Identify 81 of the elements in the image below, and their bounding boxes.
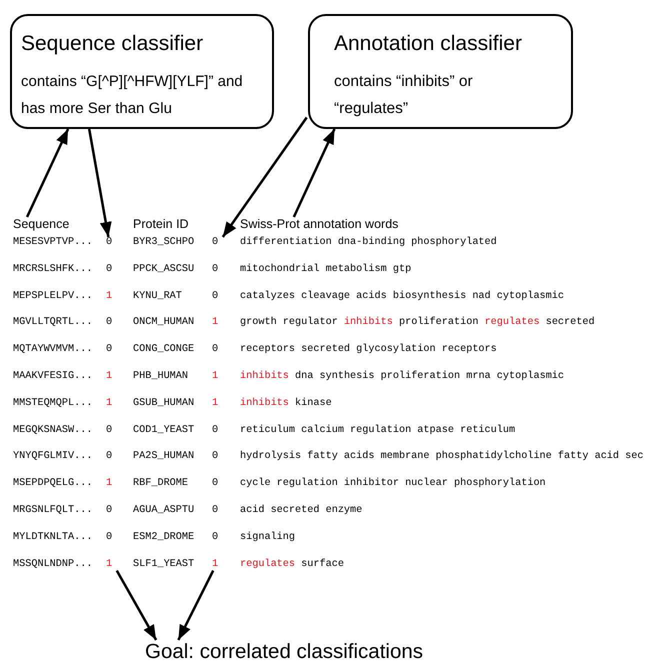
annotation-words: signaling (240, 532, 296, 544)
annotation-words: mitochondrial metabolism gtp (240, 264, 412, 276)
protein-id: GSUB_HUMAN (133, 398, 194, 410)
class-label: 0 (106, 505, 112, 517)
protein-id: KYNU_RAT (133, 290, 182, 303)
arrow (26, 128, 70, 218)
arrow (222, 116, 308, 238)
classifier-box (10, 14, 274, 129)
class-label: 1 (106, 398, 112, 410)
annotation-words: cycle regulation inhibitor nuclear phosphorylation (240, 478, 546, 490)
annotation-words: reticulum calcium regulation atpase reticulum (240, 424, 516, 437)
sequence-text: MRGSNLFQLT... (13, 505, 92, 517)
annotation-words: catalyzes cleavage acids biosynthesis nad cytoplasmic (240, 290, 564, 303)
annotation-words: regulates surface (240, 558, 344, 571)
box-description: contains “G[^P][^HFW][YLF]” and has more Ser than Glu (21, 72, 244, 119)
sequence-text: YNYQFGLMIV... (13, 451, 92, 464)
sequence-text: MESESVPTVP... (13, 237, 92, 249)
class-label: 0 (212, 478, 218, 490)
box-title: Annotation classifier (334, 32, 522, 56)
class-label: 0 (212, 344, 218, 356)
arrow (292, 128, 336, 218)
class-label: 0 (212, 290, 218, 303)
sequence-text: MSEPDPQELG... (13, 478, 92, 490)
class-label: 0 (106, 532, 112, 544)
class-label: 0 (106, 264, 112, 276)
protein-id: SLF1_YEAST (133, 558, 194, 571)
sequence-text: MSSQNLNDNP... (13, 558, 92, 571)
column-header: Protein ID (133, 217, 189, 231)
class-label: 0 (212, 532, 218, 544)
class-label: 1 (212, 398, 218, 410)
arrow (116, 570, 158, 641)
annotation-words: receptors secreted glycosylation receptors (240, 344, 497, 356)
class-label: 0 (106, 317, 112, 330)
class-label: 0 (212, 424, 218, 437)
annotation-words: acid secreted enzyme (240, 505, 362, 517)
protein-id: PHB_HUMAN (133, 371, 188, 383)
class-label: 0 (212, 237, 218, 249)
box-title: Sequence classifier (21, 32, 204, 56)
class-label: 0 (106, 451, 112, 464)
sequence-text: MQTAYWVMVM... (13, 344, 92, 356)
class-label: 0 (212, 505, 218, 517)
class-label: 0 (106, 237, 112, 249)
column-header: Sequence (13, 217, 70, 231)
protein-id: ONCM_HUMAN (133, 317, 194, 330)
class-label: 0 (212, 264, 218, 276)
annotation-words: inhibits kinase (240, 398, 332, 410)
annotation-words: growth regulator inhibits proliferation regulates secreted (240, 317, 595, 330)
sequence-text: MAAKVFESIG... (13, 371, 92, 383)
class-label: 1 (106, 371, 112, 383)
protein-id: COD1_YEAST (133, 424, 194, 437)
protein-id: CONG_CONGE (133, 344, 194, 356)
protein-id: PA2S_HUMAN (133, 451, 194, 464)
protein-id: PPCK_ASCSU (133, 264, 194, 276)
sequence-text: MEGQKSNASW... (13, 424, 92, 437)
box-description: contains “inhibits” or “regulates” (334, 72, 474, 119)
sequence-text: MMSTEQMQPL... (13, 398, 92, 410)
annotation-words: differentiation dna-binding phosphorylated (240, 237, 497, 249)
protein-id: AGUA_ASPTU (133, 505, 194, 517)
protein-id: BYR3_SCHPO (133, 237, 194, 249)
arrow (177, 570, 214, 641)
sequence-text: MEPSPLELPV... (13, 290, 92, 303)
annotation-words: inhibits dna synthesis proliferation mrna cytoplasmic (240, 371, 564, 383)
class-label: 0 (212, 451, 218, 464)
class-label: 1 (106, 558, 112, 571)
annotation-words: hydrolysis fatty acids membrane phosphatidylcholine fatty acid sec (240, 451, 644, 464)
sequence-text: MGVLLTQRTL... (13, 317, 92, 330)
classifier-box (308, 14, 573, 129)
goal-text: Goal: correlated classifications (145, 640, 424, 664)
sequence-text: MRCRSLSHFK... (13, 264, 92, 276)
class-label: 1 (106, 290, 112, 303)
column-header: Swiss-Prot annotation words (240, 217, 398, 231)
class-label: 1 (212, 558, 218, 571)
class-label: 1 (106, 478, 112, 490)
protein-id: RBF_DROME (133, 478, 188, 490)
class-label: 1 (212, 371, 218, 383)
class-label: 0 (106, 344, 112, 356)
class-label: 0 (106, 424, 112, 437)
arrow (88, 128, 112, 238)
sequence-text: MYLDTKNLTA... (13, 532, 92, 544)
class-label: 1 (212, 317, 218, 330)
protein-id: ESM2_DROME (133, 532, 194, 544)
